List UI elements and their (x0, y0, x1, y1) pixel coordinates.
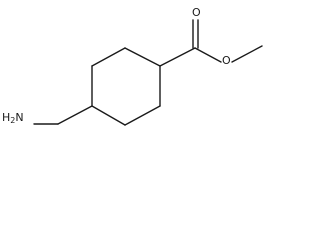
ring-bond-3 (124, 105, 161, 126)
carbonyl-oxygen-label: O (192, 6, 201, 19)
amine-element-h: H (2, 111, 11, 124)
amine-label: H2N (2, 112, 24, 125)
ring-bond-4 (91, 105, 126, 126)
ring-bond-1 (124, 47, 161, 67)
carbonyl-to-oxygen-bond (194, 47, 222, 63)
ring-to-methylene-bond (57, 105, 93, 125)
structure-diagram: H2N O O (0, 0, 269, 134)
amine-count: 2 (10, 116, 16, 125)
skeletal-formula (33, 19, 263, 126)
amine-element-n: N (15, 111, 24, 124)
ester-oxygen-label: O (222, 54, 231, 67)
ring-to-carbonyl-bond (159, 47, 196, 67)
oxygen-to-methyl-bond (231, 45, 263, 63)
ring-bond-6 (91, 47, 126, 67)
